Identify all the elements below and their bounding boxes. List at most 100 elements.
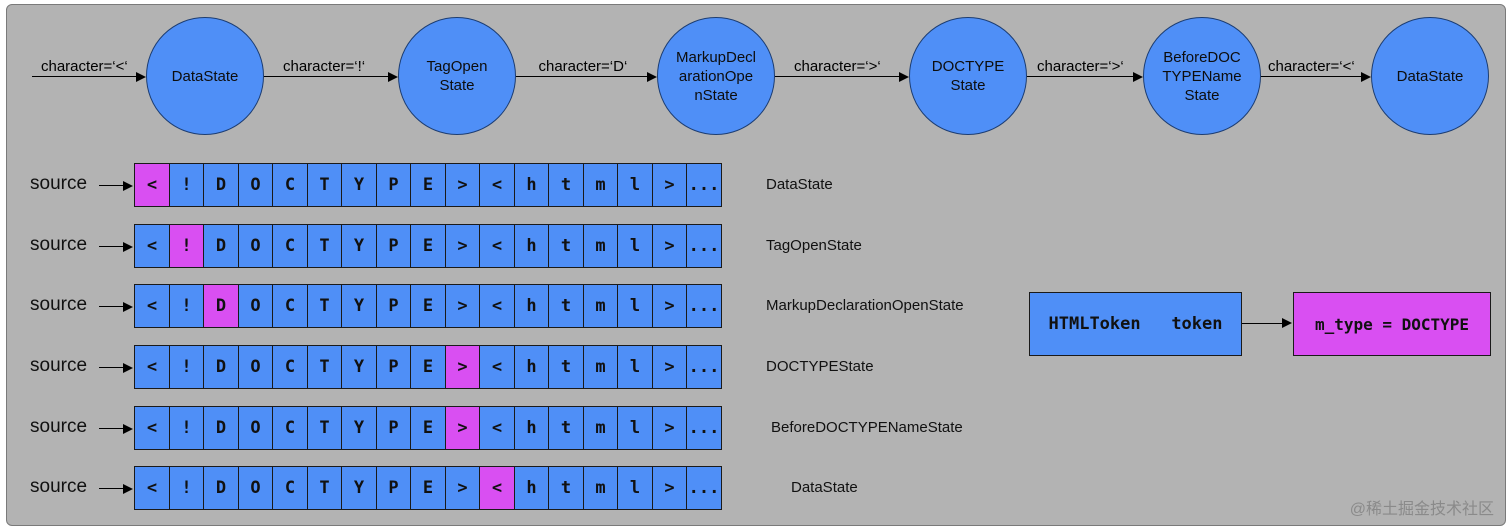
char-cell: ... (686, 284, 722, 328)
token-arrow-head (1282, 318, 1292, 328)
token-arrow-line (1242, 323, 1282, 324)
char-cell: O (237, 284, 274, 328)
char-cell: T (306, 163, 343, 207)
char-cell: < (479, 345, 515, 389)
row-state-caption: BeforeDOCTYPENameState (771, 419, 963, 436)
transition-arrow-line (1027, 76, 1133, 77)
html-token-box: HTMLToken token (1029, 292, 1242, 356)
char-cell: Y (341, 224, 377, 268)
source-arrow-head (123, 424, 133, 434)
char-cell: l (617, 345, 653, 389)
char-cell: h (513, 224, 550, 268)
source-label: source (30, 416, 88, 437)
source-arrow-head (123, 484, 133, 494)
current-char-cell: > (444, 345, 481, 389)
char-cell: Y (341, 345, 377, 389)
char-cell: D (203, 406, 239, 450)
state-node: TagOpen State (398, 17, 516, 135)
char-cell: C (272, 284, 308, 328)
char-cell: ... (686, 163, 722, 207)
char-cell: Y (341, 406, 377, 450)
state-node: MarkupDecl arationOpe nState (657, 17, 775, 135)
char-cell: < (479, 163, 515, 207)
char-cell: l (617, 224, 653, 268)
char-cell: > (444, 284, 481, 328)
char-cell: > (651, 345, 688, 389)
char-cell: E (410, 345, 446, 389)
row-state-caption: DataState (766, 176, 833, 193)
current-char-cell: > (444, 406, 481, 450)
transition-arrow-head (1133, 72, 1143, 82)
char-cell: h (513, 284, 550, 328)
m-type-box: m_type = DOCTYPE (1293, 292, 1491, 356)
char-cell: < (134, 284, 170, 328)
char-cell: E (410, 224, 446, 268)
char-cell: > (651, 284, 688, 328)
char-cell: T (306, 345, 343, 389)
transition-label: character=‘<‘ (1268, 58, 1355, 75)
current-char-cell: < (134, 163, 170, 207)
char-cell: P (375, 466, 412, 510)
char-cell: Y (341, 163, 377, 207)
char-cell: l (617, 284, 653, 328)
current-char-cell: D (203, 284, 239, 328)
char-cell: D (203, 163, 239, 207)
char-cell: > (444, 224, 481, 268)
char-cell: O (237, 406, 274, 450)
row-state-caption: TagOpenState (766, 237, 862, 254)
char-cell: m (582, 406, 619, 450)
source-arrow-head (123, 302, 133, 312)
source-label: source (30, 355, 88, 376)
char-cell: ! (168, 284, 205, 328)
char-cell: t (548, 466, 584, 510)
char-cell: O (237, 466, 274, 510)
transition-arrow-line (1261, 76, 1361, 77)
state-node: DataState (146, 17, 264, 135)
char-cell: E (410, 466, 446, 510)
char-cell: t (548, 345, 584, 389)
char-cell: O (237, 224, 274, 268)
char-cell: h (513, 406, 550, 450)
char-cell: E (410, 163, 446, 207)
char-cell: m (582, 284, 619, 328)
char-cell: D (203, 466, 239, 510)
char-cell: ... (686, 466, 722, 510)
char-cell: D (203, 345, 239, 389)
char-cell: Y (341, 284, 377, 328)
transition-label: character=‘D‘ (538, 58, 628, 75)
char-cell: T (306, 406, 343, 450)
char-cell: P (375, 224, 412, 268)
char-cell: C (272, 406, 308, 450)
source-arrow-line (99, 488, 123, 489)
char-cell: E (410, 284, 446, 328)
char-cell: O (237, 163, 274, 207)
char-cell: O (237, 345, 274, 389)
char-cell: t (548, 406, 584, 450)
transition-arrow-line (32, 76, 136, 77)
char-cell: > (651, 406, 688, 450)
char-cell: C (272, 345, 308, 389)
char-cell: D (203, 224, 239, 268)
char-cell: < (134, 224, 170, 268)
source-label: source (30, 294, 88, 315)
transition-label: character=‘>‘ (794, 58, 881, 75)
char-cell: ... (686, 224, 722, 268)
char-cell: ... (686, 406, 722, 450)
transition-label: character=‘>‘ (1037, 58, 1124, 75)
state-node: DOCTYPE State (909, 17, 1027, 135)
char-cell: l (617, 466, 653, 510)
transition-arrow-head (647, 72, 657, 82)
char-cell: < (479, 284, 515, 328)
char-cell: P (375, 284, 412, 328)
char-cell: T (306, 466, 343, 510)
char-cell: t (548, 163, 584, 207)
char-cell: t (548, 284, 584, 328)
char-cell: P (375, 345, 412, 389)
source-arrow-head (123, 181, 133, 191)
char-cell: > (444, 466, 481, 510)
char-cell: P (375, 163, 412, 207)
